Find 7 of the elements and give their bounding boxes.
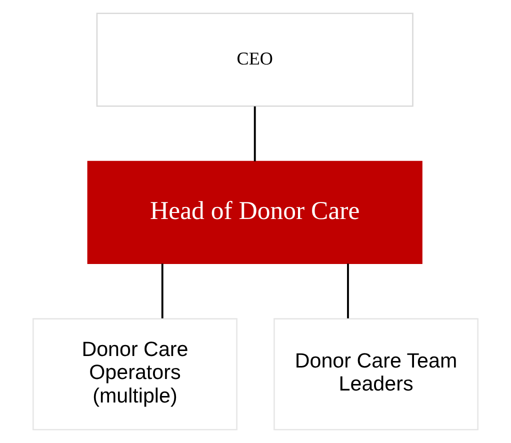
connector [347,264,349,318]
connector [161,264,164,318]
node-box: Donor Care Operators (multiple) [32,318,238,430]
connector [254,106,256,162]
node-box: Donor Care Team Leaders [274,318,478,430]
node-box: CEO [96,12,414,107]
node-box: Head of Donor Care [87,160,422,264]
